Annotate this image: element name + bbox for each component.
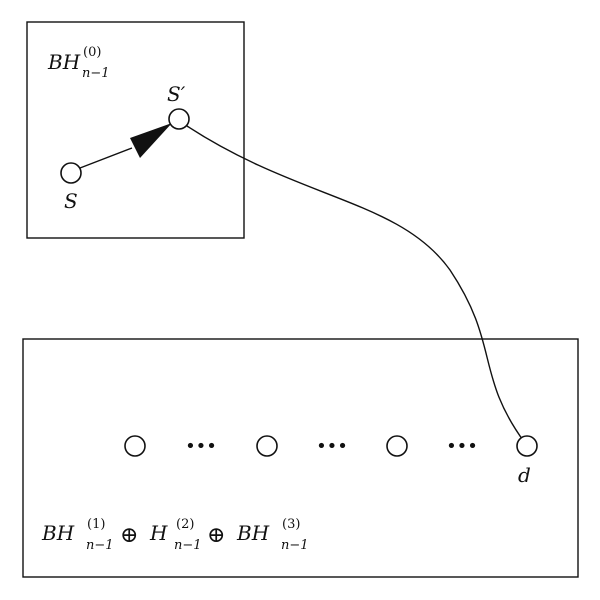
arrowhead-icon (130, 123, 172, 158)
formula-term-2-sup: (2) (176, 517, 194, 532)
formula-operator-1: ⊕ (120, 523, 138, 548)
formula-term-3-sup: (3) (282, 517, 300, 532)
next-node (168, 108, 190, 130)
next-node-label: S′ (167, 82, 186, 106)
destination-node (516, 435, 538, 457)
formula-term-1-sup: (1) (87, 517, 105, 532)
top-subnetwork-box (26, 21, 245, 239)
top-box-label-sup: (0) (83, 45, 101, 60)
bottom-subnetwork-box (22, 338, 579, 578)
source-node (60, 162, 82, 184)
destination-node-label: d (518, 463, 531, 487)
formula-term-3-sub: n−1 (281, 538, 309, 553)
formula-term-1-sub: n−1 (86, 538, 114, 553)
ellipsis-1: ••• (185, 436, 217, 457)
formula-term-3-base: BH (236, 521, 270, 545)
formula-term-1-base: BH (41, 521, 75, 545)
formula-operator-2: ⊕ (207, 523, 225, 548)
top-box-label-base: BH (47, 50, 81, 74)
bottom-node-2 (256, 435, 278, 457)
formula-term-2-sub: n−1 (174, 538, 202, 553)
path-s-prime-to-d (186, 125, 526, 444)
ellipsis-3: ••• (446, 436, 478, 457)
edge-s-to-s-prime (79, 147, 133, 169)
bottom-node-1 (124, 435, 146, 457)
source-node-label: S (64, 189, 78, 213)
ellipsis-2: ••• (316, 436, 348, 457)
top-box-label-sub: n−1 (82, 66, 110, 81)
formula-term-2-base: H (149, 521, 168, 545)
bottom-node-3 (386, 435, 408, 457)
